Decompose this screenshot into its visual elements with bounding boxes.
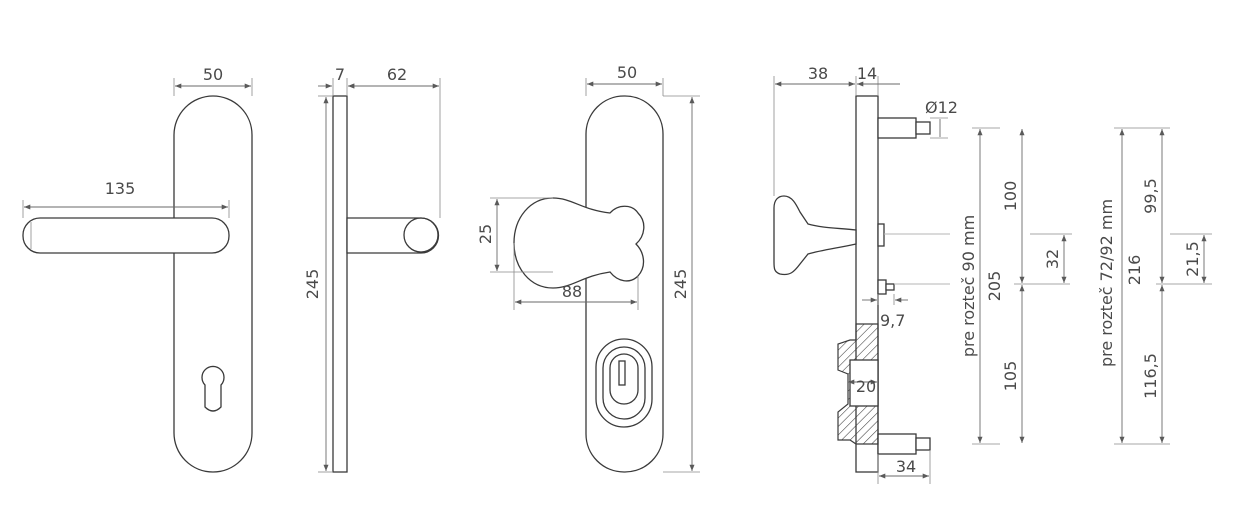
side-plate xyxy=(332,95,348,473)
lever-handle xyxy=(22,217,230,254)
lever-side-view: 7 62 245 xyxy=(303,65,441,473)
dim-knob-height-label: 25 xyxy=(476,224,495,244)
dim-plate-depth-label: 14 xyxy=(857,64,877,83)
knob-front-view: 50 25 88 245 xyxy=(476,63,700,473)
dim-bolt-diameter-label: Ø12 xyxy=(925,98,958,117)
dim-90-offset-label: 32 xyxy=(1043,249,1062,269)
lever-backplate xyxy=(173,95,253,473)
dim-90-total-label: 205 xyxy=(985,271,1004,302)
dim-pocket-label: 20 xyxy=(856,377,876,396)
dim-bolt-length-label: 34 xyxy=(896,457,916,476)
dim-step-label: 9,7 xyxy=(880,311,905,330)
key-slot xyxy=(618,360,626,386)
dim-knob-plate-width-label: 50 xyxy=(617,63,637,82)
dim-72-92-upper-label: 99,5 xyxy=(1141,178,1160,214)
dim-knob-plate-height-label: 245 xyxy=(671,269,690,300)
section-knob xyxy=(773,195,857,276)
side-lever-arm xyxy=(346,217,440,254)
dim-side-height-label: 245 xyxy=(303,269,322,300)
top-bolt xyxy=(877,117,917,139)
dim-90-lower-label: 105 xyxy=(1001,361,1020,392)
knob xyxy=(513,197,645,289)
dim-knob-width-label: 88 xyxy=(562,282,582,301)
section-view: 20 38 14 Ø12 9,7 34 xyxy=(773,64,958,484)
dim-72-92-lower-label: 116,5 xyxy=(1141,353,1160,399)
bottom-bolt xyxy=(877,433,917,455)
spacing-90-caption: pre rozteč 90 mm xyxy=(959,215,978,357)
dim-lever-projection-label: 62 xyxy=(387,65,407,84)
dim-inner-offset-label: 38 xyxy=(808,64,828,83)
dim-72-92-offset-label: 21,5 xyxy=(1183,241,1202,277)
spacing-90-dimensions: pre rozteč 90 mm 205 100 105 32 xyxy=(959,127,1072,445)
spacing-72-92-dimensions: pre rozteč 72/92 mm 216 99,5 116,5 21,5 xyxy=(1097,127,1212,445)
lever-front-view: 50 135 xyxy=(22,65,253,473)
dim-plate-thickness-label: 7 xyxy=(335,65,345,84)
dim-lever-width-label: 50 xyxy=(203,65,223,84)
dim-90-upper-label: 100 xyxy=(1001,181,1020,212)
keyhole-cutout xyxy=(201,365,225,412)
dim-72-92-total-label: 216 xyxy=(1125,255,1144,286)
dim-lever-length-label: 135 xyxy=(105,179,136,198)
spacing-72-92-caption: pre rozteč 72/92 mm xyxy=(1097,199,1116,367)
